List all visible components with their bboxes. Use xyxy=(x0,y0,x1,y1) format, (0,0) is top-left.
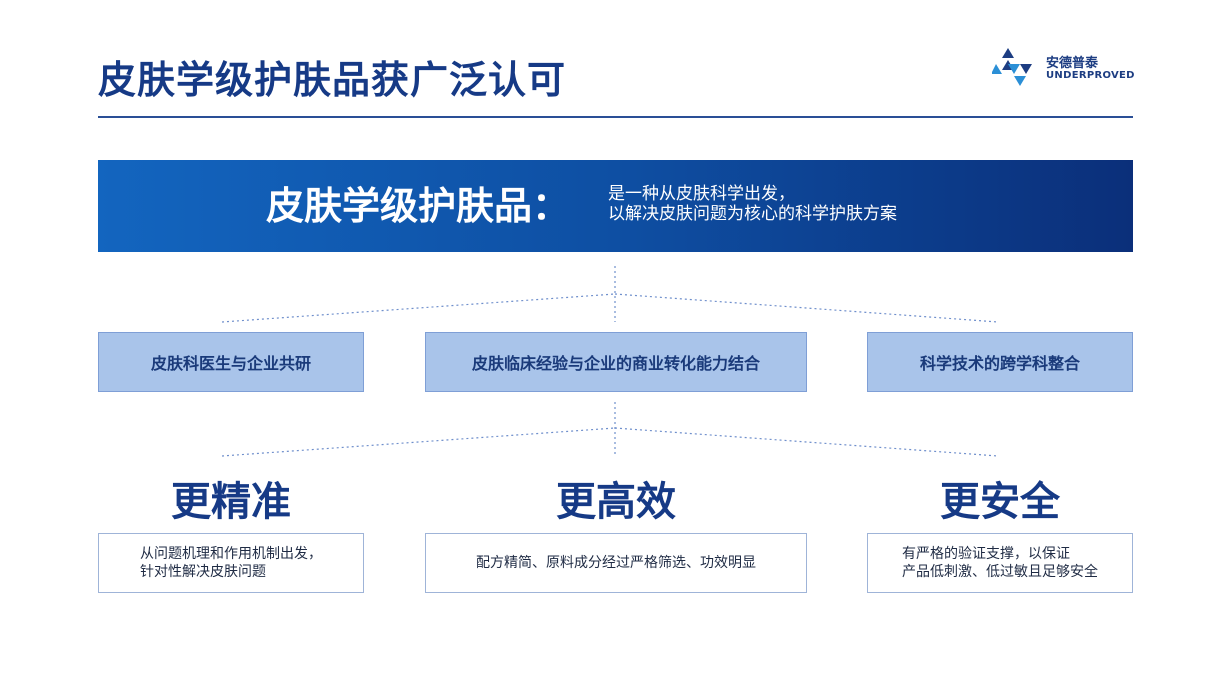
benefit-description-line: 从问题机理和作用机制出发， xyxy=(140,546,322,562)
benefit-heading: 更安全 xyxy=(940,479,1060,525)
benefit-description-line: 配方精简、原料成分经过严格筛选、功效明显 xyxy=(476,555,756,571)
banner-description-line: 是一种从皮肤科学出发， xyxy=(608,184,795,204)
pillar-label: 科学技术的跨学科整合 xyxy=(919,354,1080,373)
logo-name-cn: 安德普泰 xyxy=(1046,56,1099,71)
logo: 安德普泰 UNDERPROVED xyxy=(992,46,1142,90)
pillar-box: 科学技术的跨学科整合 xyxy=(867,332,1133,392)
pillar-label: 皮肤科医生与企业共研 xyxy=(150,354,311,373)
logo-name-en: UNDERPROVED xyxy=(1046,70,1135,81)
benefit-heading: 更高效 xyxy=(556,479,676,525)
banner-description-line: 以解决皮肤问题为核心的科学护肤方案 xyxy=(608,204,897,224)
benefit-description-box: 有严格的验证支撑，以保证 产品低刺激、低过敏且足够安全 xyxy=(867,533,1133,593)
benefit-heading: 更精准 xyxy=(171,479,291,525)
pillar-box: 皮肤科医生与企业共研 xyxy=(98,332,364,392)
benefit-description-line: 针对性解决皮肤问题 xyxy=(140,564,266,580)
benefit-description-box: 配方精简、原料成分经过严格筛选、功效明显 xyxy=(425,533,807,593)
benefit-description-box: 从问题机理和作用机制出发， 针对性解决皮肤问题 xyxy=(98,533,364,593)
triangle-logo-icon xyxy=(992,48,1032,86)
page-title: 皮肤学级护肤品获广泛认可 xyxy=(98,58,567,102)
pillar-box: 皮肤临床经验与企业的商业转化能力结合 xyxy=(425,332,807,392)
benefit-description-line: 产品低刺激、低过敏且足够安全 xyxy=(902,564,1098,580)
definition-banner: 皮肤学级护肤品： 是一种从皮肤科学出发， 以解决皮肤问题为核心的科学护肤方案 xyxy=(98,160,1133,252)
benefit-description-line: 有严格的验证支撑，以保证 xyxy=(902,546,1070,562)
pillar-label: 皮肤临床经验与企业的商业转化能力结合 xyxy=(471,354,760,373)
banner-label: 皮肤学级护肤品： xyxy=(266,184,571,228)
banner-description: 是一种从皮肤科学出发， 以解决皮肤问题为核心的科学护肤方案 xyxy=(608,184,897,224)
title-divider xyxy=(98,116,1133,118)
